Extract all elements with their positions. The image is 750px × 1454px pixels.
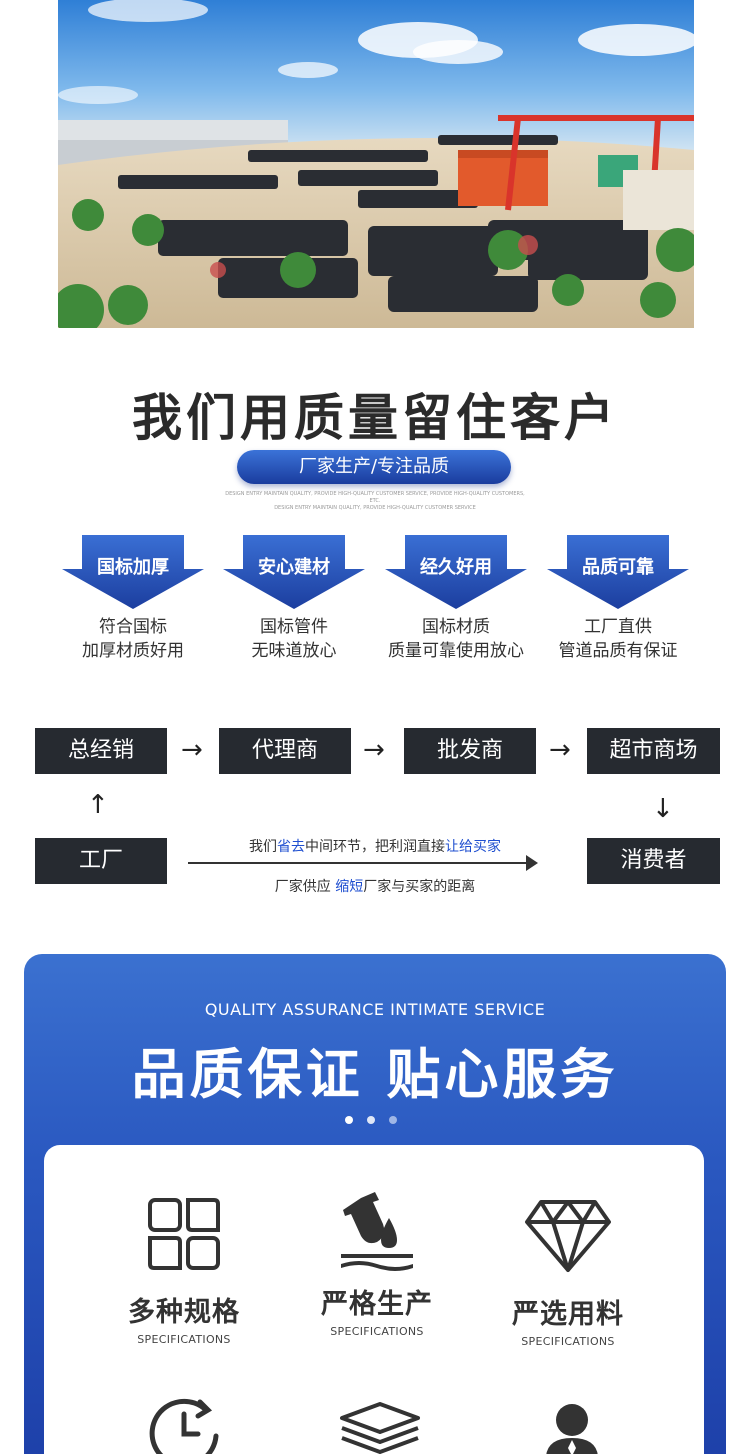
feature-desc: 工厂直供 管道品质有保证 [527, 615, 709, 663]
fine-print-line: DESIGN ENTRY MAINTAIN QUALITY, PROVIDE H… [225, 491, 525, 504]
feature-desc-line: 国标管件 [260, 617, 328, 637]
flow-note-text: 我们 [249, 839, 277, 855]
flow-connector-arrowhead [526, 855, 538, 871]
quality-english-title: QUALITY ASSURANCE INTIMATE SERVICE [204, 1000, 546, 1019]
subtitle-pill: 厂家生产/专注品质 [237, 450, 511, 484]
feature-label: 安心建材 [258, 557, 330, 578]
flow-note-highlight: 让给买家 [445, 839, 501, 855]
flow-note-text: 厂家供应 [274, 879, 336, 895]
service-title: 多种规格 [128, 1297, 240, 1328]
feature-desc-line: 加厚材质好用 [82, 641, 184, 661]
flow-note-bottom: 厂家供应 缩短厂家与买家的距离 [200, 876, 550, 896]
feature-desc-line: 工厂直供 [584, 617, 652, 637]
fine-print: DESIGN ENTRY MAINTAIN QUALITY, PROVIDE H… [222, 491, 528, 512]
flask-icon [341, 1192, 413, 1271]
flow-box-factory: 工厂 [35, 838, 167, 884]
down-arrow-icon [62, 535, 204, 609]
flow-connector-line [188, 862, 530, 864]
fine-print-line: DESIGN ENTRY MAINTAIN QUALITY, PROVIDE H… [274, 505, 476, 511]
flow-box-wholesaler: 批发商 [404, 728, 536, 774]
service-fast-delivery [144, 1396, 224, 1454]
right-arrow-icon: → [181, 735, 203, 765]
feature-desc: 符合国标 加厚材质好用 [42, 615, 224, 663]
service-subtitle: SPECIFICATIONS [521, 1335, 615, 1348]
carousel-dot-active[interactable] [345, 1116, 353, 1124]
flow-box-agent: 代理商 [219, 728, 351, 774]
service-specs: 多种规格 SPECIFICATIONS [94, 1196, 274, 1346]
feature-label: 经久好用 [420, 557, 492, 578]
diamond-icon [525, 1200, 611, 1272]
layers-icon [340, 1402, 420, 1454]
service-strict-production: 严格生产 SPECIFICATIONS [287, 1188, 467, 1338]
right-arrow-icon: → [549, 735, 571, 765]
flow-box-general-distributor: 总经销 [35, 728, 167, 774]
service-subtitle: SPECIFICATIONS [330, 1325, 424, 1338]
service-subtitle: SPECIFICATIONS [137, 1333, 231, 1346]
feature-desc-line: 质量可靠使用放心 [388, 641, 524, 661]
flow-box-supermarket: 超市商场 [587, 728, 720, 774]
feature-desc-line: 符合国标 [99, 617, 167, 637]
service-layers [338, 1400, 422, 1454]
feature-desc: 国标材质 质量可靠使用放心 [365, 615, 547, 663]
down-arrow-icon [547, 535, 689, 609]
down-arrow-icon [385, 535, 527, 609]
down-arrow-icon [223, 535, 365, 609]
feature-desc: 国标管件 无味道放心 [203, 615, 385, 663]
hero-factory-photo [58, 0, 694, 328]
right-arrow-icon: → [363, 735, 385, 765]
up-arrow-icon: ↑ [87, 790, 109, 820]
flow-note-text: 中间环节，把利润直接 [305, 839, 445, 855]
service-select-material: 严选用料 SPECIFICATIONS [478, 1198, 658, 1348]
flow-note-top: 我们省去中间环节，把利润直接让给买家 [200, 836, 550, 856]
feature-desc-line: 管道品质有保证 [558, 641, 678, 661]
flow-note-highlight: 缩短 [335, 879, 364, 895]
person-icon [546, 1404, 598, 1454]
feature-label: 国标加厚 [97, 557, 169, 578]
down-arrow-icon: ↓ [652, 794, 674, 824]
carousel-dot[interactable] [389, 1116, 397, 1124]
flow-note-text: 厂家与买家的距离 [363, 879, 476, 895]
flow-note-highlight: 省去 [277, 839, 305, 855]
grid-icon [148, 1198, 220, 1270]
service-title: 严格生产 [321, 1289, 433, 1320]
feature-desc-line: 无味道放心 [251, 641, 337, 661]
service-support [540, 1402, 604, 1454]
clock-icon [149, 1398, 219, 1454]
flow-box-consumer: 消费者 [587, 838, 720, 884]
feature-desc-line: 国标材质 [422, 617, 490, 637]
quality-chinese-title: 品质保证 贴心服务 [131, 1043, 619, 1106]
service-title: 严选用料 [512, 1299, 624, 1330]
feature-label: 品质可靠 [582, 557, 654, 578]
carousel-dot[interactable] [367, 1116, 375, 1124]
section-title: 我们用质量留住客户 [132, 389, 618, 447]
